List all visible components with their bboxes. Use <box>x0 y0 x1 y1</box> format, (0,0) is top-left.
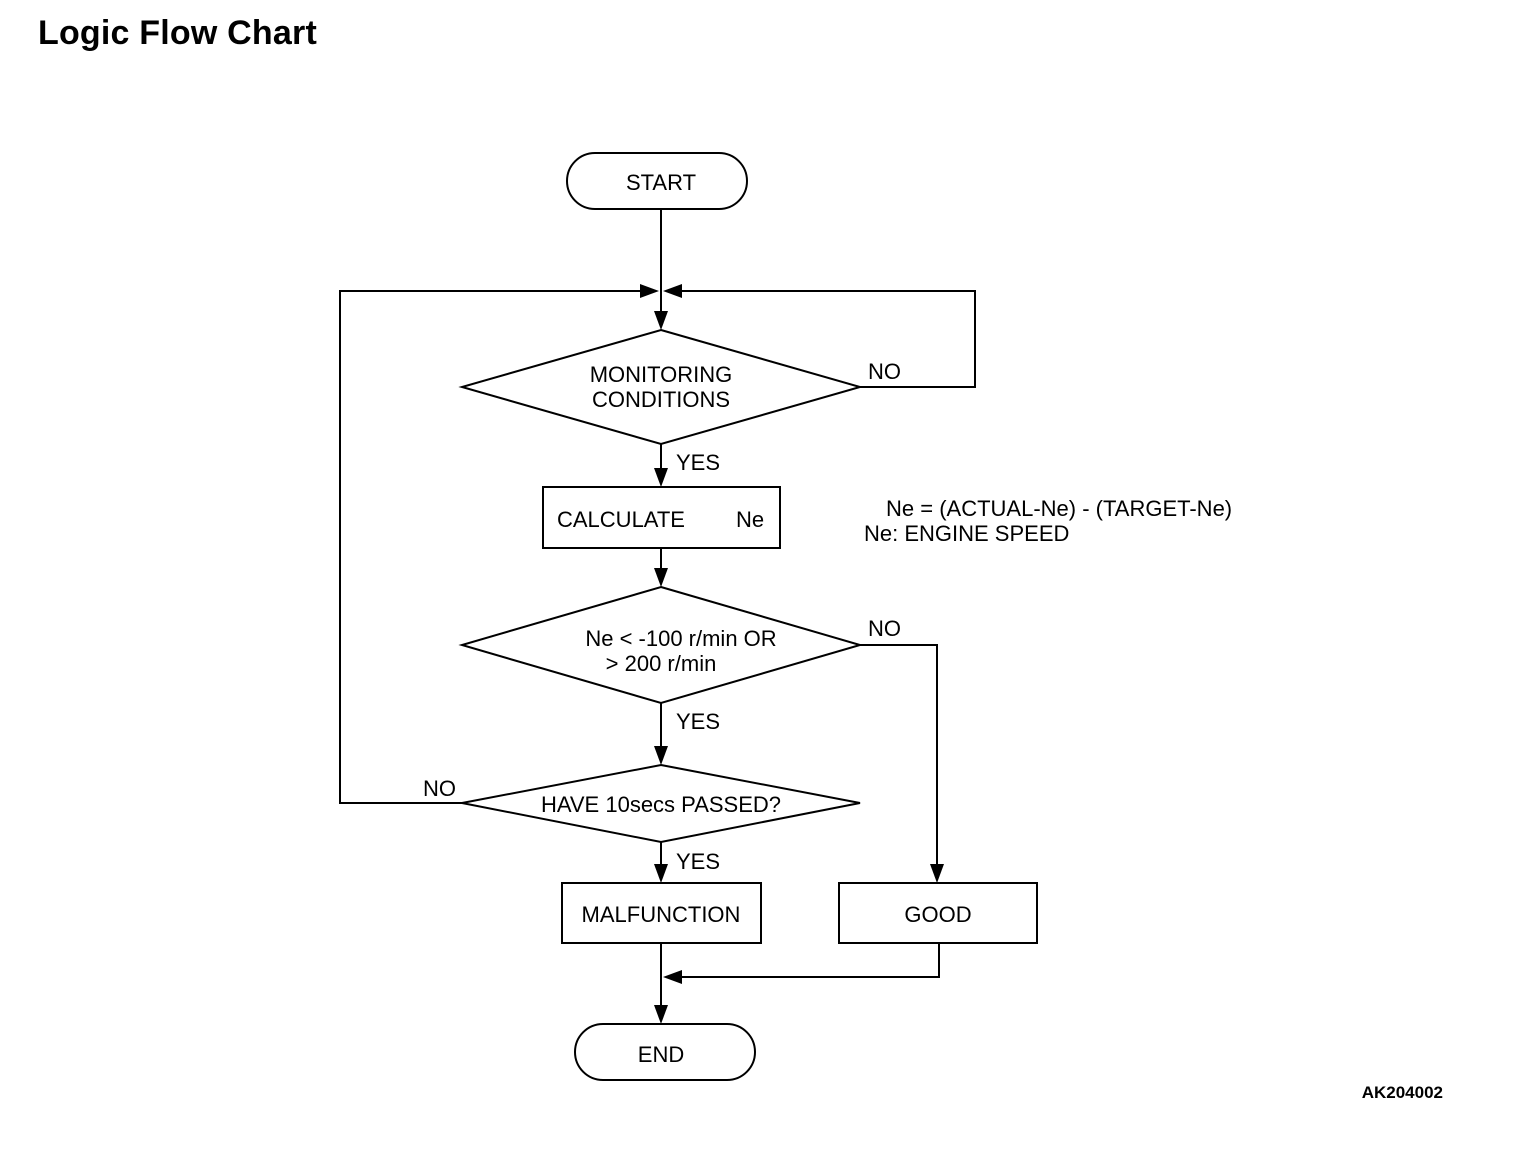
threshold-label-line1: Ne < -100 r/min OR <box>585 626 776 651</box>
timer-label: HAVE 10secs PASSED? <box>541 792 781 817</box>
note-formula: Ne = (ACTUAL-Ne) - (TARGET-Ne) <box>886 496 1232 521</box>
arrowhead-monitoring-in <box>654 311 668 330</box>
arrowhead-calculate-in <box>654 468 668 487</box>
calculate-label: CALCULATE <box>557 507 685 532</box>
connector-threshold-no <box>860 644 938 865</box>
timer-no-label: NO <box>423 776 456 801</box>
monitoring-label-line2: CONDITIONS <box>592 387 730 412</box>
start-label: START <box>626 170 696 195</box>
arrowhead-timer-in <box>654 746 668 765</box>
connector-good-to-end <box>682 943 940 978</box>
arrowhead-end-in <box>654 1005 668 1024</box>
threshold-decision: Ne < -100 r/min OR > 200 r/min <box>458 585 864 705</box>
monitoring-no-label: NO <box>868 359 901 384</box>
connector-timer-no-loop <box>339 290 640 804</box>
arrowhead-good-in <box>930 864 944 883</box>
start-terminator: START <box>566 152 748 210</box>
end-terminator: END <box>574 1023 756 1081</box>
arrowhead-good-merge <box>663 970 682 984</box>
calculate-process: CALCULATE Ne <box>542 486 781 549</box>
timer-decision: HAVE 10secs PASSED? <box>461 763 861 844</box>
arrowhead-malfunction-in <box>654 864 668 883</box>
figure-id: AK204002 <box>1362 1083 1443 1102</box>
good-process: GOOD <box>838 882 1038 944</box>
malfunction-label: MALFUNCTION <box>582 902 741 927</box>
arrowhead-timer-no <box>640 284 659 298</box>
page-title: Logic Flow Chart <box>38 14 317 52</box>
timer-yes-label: YES <box>676 849 720 874</box>
end-label: END <box>638 1042 684 1067</box>
threshold-yes-label: YES <box>676 709 720 734</box>
malfunction-process: MALFUNCTION <box>561 882 762 944</box>
note-definition: Ne: ENGINE SPEED <box>864 521 1069 546</box>
monitoring-label-line1: MONITORING <box>590 362 733 387</box>
calculate-variable: Ne <box>736 507 764 532</box>
threshold-no-label: NO <box>868 616 901 641</box>
monitoring-decision: MONITORING CONDITIONS <box>458 328 864 446</box>
arrowhead-threshold-in <box>654 568 668 587</box>
monitoring-yes-label: YES <box>676 450 720 475</box>
good-label: GOOD <box>904 902 971 927</box>
connector-monitoring-no-loop <box>682 290 976 388</box>
threshold-label-line2: > 200 r/min <box>606 651 717 676</box>
arrowhead-monitoring-no <box>663 284 682 298</box>
